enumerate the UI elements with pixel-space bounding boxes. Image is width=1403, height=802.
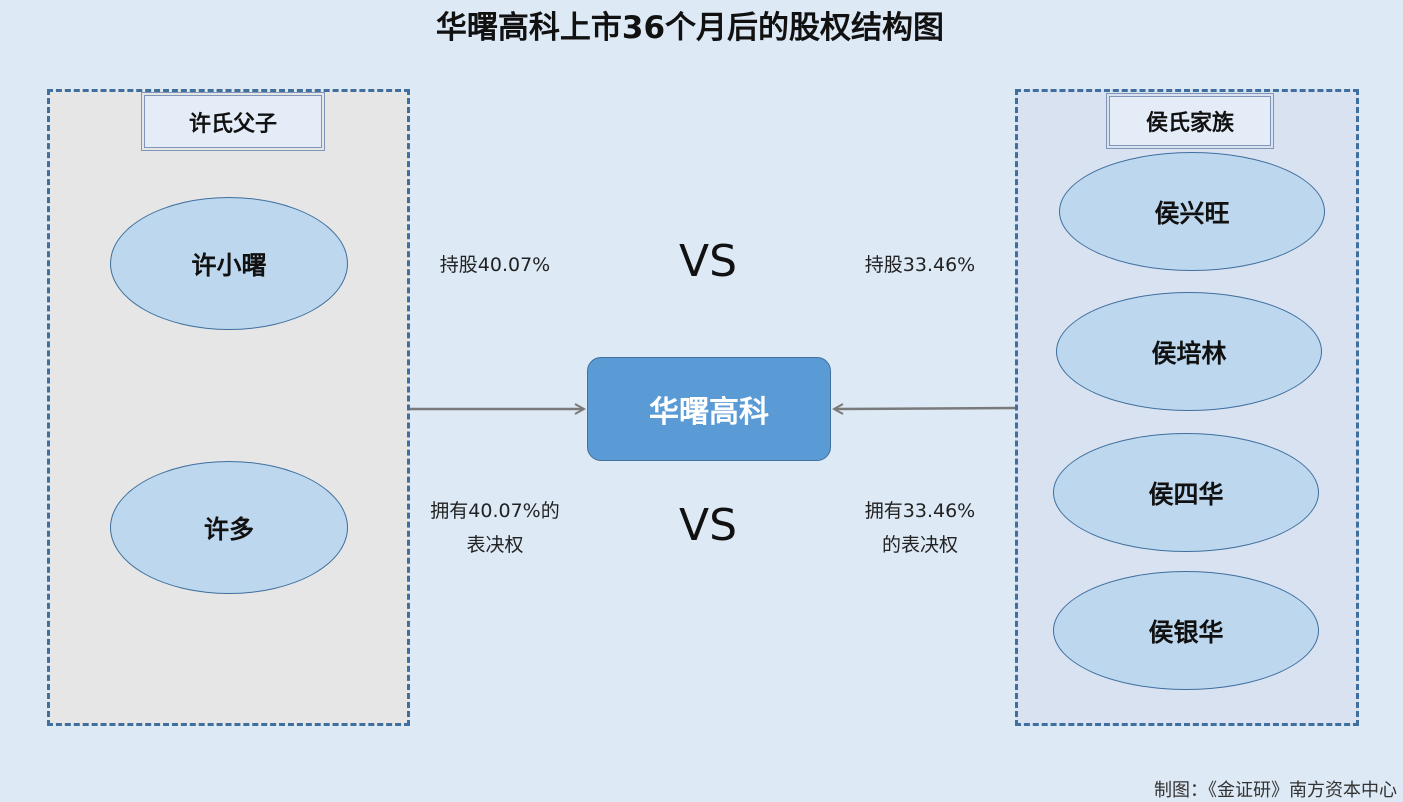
left-voting-line1: 拥有40.07%的 bbox=[430, 500, 560, 522]
company-node: 华曙高科 bbox=[587, 357, 831, 461]
left-group-box bbox=[47, 89, 410, 726]
person-node-hou-xingwang: 侯兴旺 bbox=[1059, 152, 1325, 271]
page-title: 华曙高科上市36个月后的股权结构图 bbox=[435, 10, 945, 46]
left-group-label: 许氏父子 bbox=[141, 92, 325, 151]
left-voting-line2: 表决权 bbox=[466, 534, 524, 556]
person-node-xu-duo: 许多 bbox=[110, 461, 348, 594]
vs-label-bottom: VS bbox=[678, 500, 738, 551]
person-node-xu-xiaoshu: 许小曙 bbox=[110, 197, 348, 330]
person-node-hou-sihua: 侯四华 bbox=[1053, 433, 1319, 552]
person-node-hou-yinhua: 侯银华 bbox=[1053, 571, 1319, 690]
right-shareholding-note: 持股33.46% bbox=[864, 254, 976, 276]
footer-credit: 制图：《金证研》南方资本中心 bbox=[1154, 780, 1397, 801]
right-voting-line2: 的表决权 bbox=[881, 534, 958, 556]
person-node-hou-peilin: 侯培林 bbox=[1056, 292, 1322, 411]
left-shareholding-note: 持股40.07% bbox=[439, 254, 551, 276]
right-voting-line1: 拥有33.46% bbox=[864, 500, 976, 522]
right-group-label: 侯氏家族 bbox=[1106, 93, 1274, 149]
left-voting-note: 拥有40.07%的 表决权 bbox=[410, 494, 580, 562]
right-voting-note: 拥有33.46% 的表决权 bbox=[845, 494, 995, 562]
vs-label-top: VS bbox=[678, 236, 738, 287]
right-arrow bbox=[834, 408, 1016, 409]
